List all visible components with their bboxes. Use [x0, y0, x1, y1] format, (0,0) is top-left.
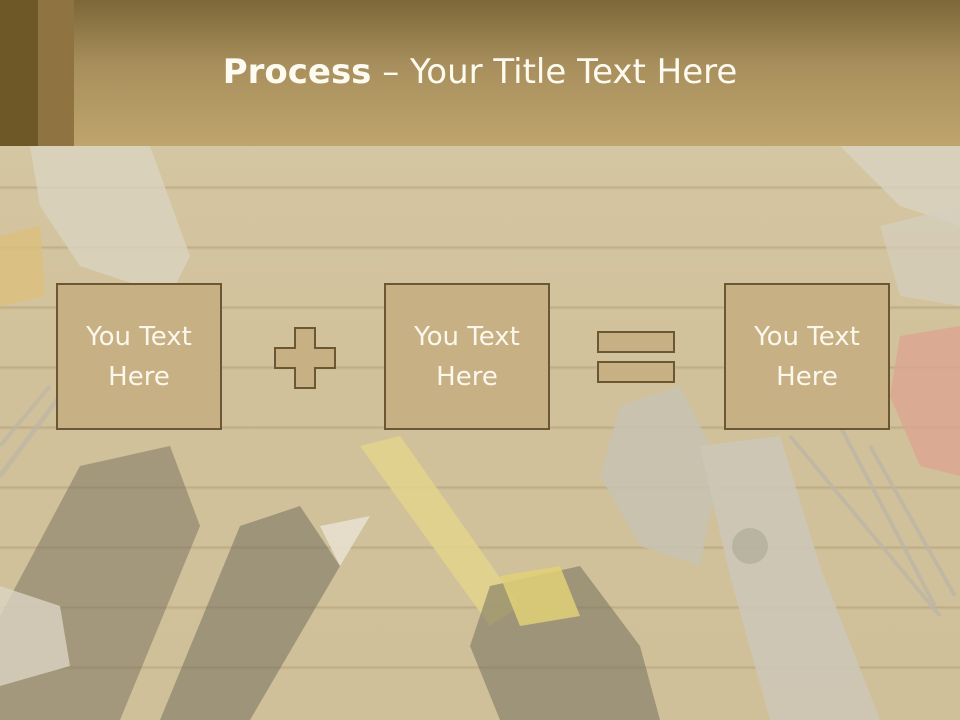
- header-accent-mid: [38, 0, 74, 146]
- plus-icon: [274, 327, 336, 389]
- tools-background-image: [0, 146, 960, 720]
- slide-title: Process – Your Title Text Here: [0, 52, 960, 92]
- process-box-3-text: You Text Here: [754, 321, 860, 392]
- tools-illustration: [0, 146, 960, 720]
- process-box-1-text: You Text Here: [86, 321, 192, 392]
- process-box-3: You Text Here: [724, 283, 890, 430]
- background-tint: [0, 146, 960, 720]
- process-box-2: You Text Here: [384, 283, 550, 430]
- header-accent-dark: [0, 0, 38, 146]
- process-box-2-text: You Text Here: [414, 321, 520, 392]
- process-box-1: You Text Here: [56, 283, 222, 430]
- header-band: Process – Your Title Text Here: [0, 0, 960, 146]
- title-bold: Process: [222, 52, 372, 92]
- title-rest: – Your Title Text Here: [371, 52, 738, 92]
- equals-icon: [597, 331, 675, 383]
